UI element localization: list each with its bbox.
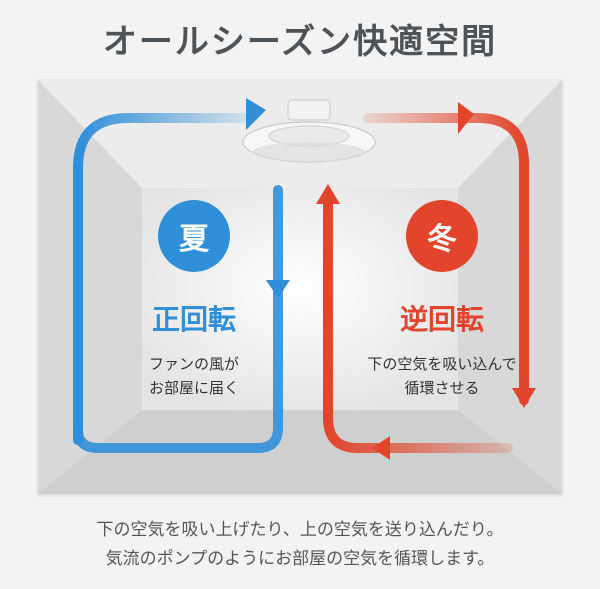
airflow-arrow-winter — [316, 102, 536, 460]
page-title: オールシーズン快適空間 — [102, 22, 498, 62]
summer-description: ファンの風が お部屋に届く — [114, 352, 274, 400]
winter-description: 下の空気を吸い込んで 循環させる — [332, 352, 552, 400]
footer-line1: 下の空気を吸い上げたり、上の空気を送り込んだり。 — [96, 520, 504, 540]
summer-desc-line2: お部屋に届く — [148, 379, 239, 397]
footer-caption: 下の空気を吸い上げたり、上の空気を送り込んだり。 気流のポンプのようにお部屋の空… — [0, 516, 600, 574]
winter-badge: 冬 — [406, 200, 478, 272]
winter-mode-label: 逆回転 — [399, 303, 484, 336]
room-illustration: 夏 冬 正回転 逆回転 ファンの風が お部屋に届く 下の空気を吸い込んで 循環さ… — [38, 80, 562, 494]
summer-mode-label: 正回転 — [151, 303, 236, 336]
footer-line2: 気流のポンプのようにお部屋の空気を循環します。 — [105, 549, 495, 569]
ceiling-fan-icon — [242, 99, 376, 163]
winter-desc-line2: 循環させる — [404, 379, 480, 397]
summer-desc-line1: ファンの風が — [148, 355, 239, 373]
room-perspective — [38, 80, 562, 494]
airflow-arrow-summer — [73, 98, 290, 453]
winter-desc-line1: 下の空気を吸い込んで — [367, 355, 517, 373]
summer-badge: 夏 — [158, 200, 230, 272]
